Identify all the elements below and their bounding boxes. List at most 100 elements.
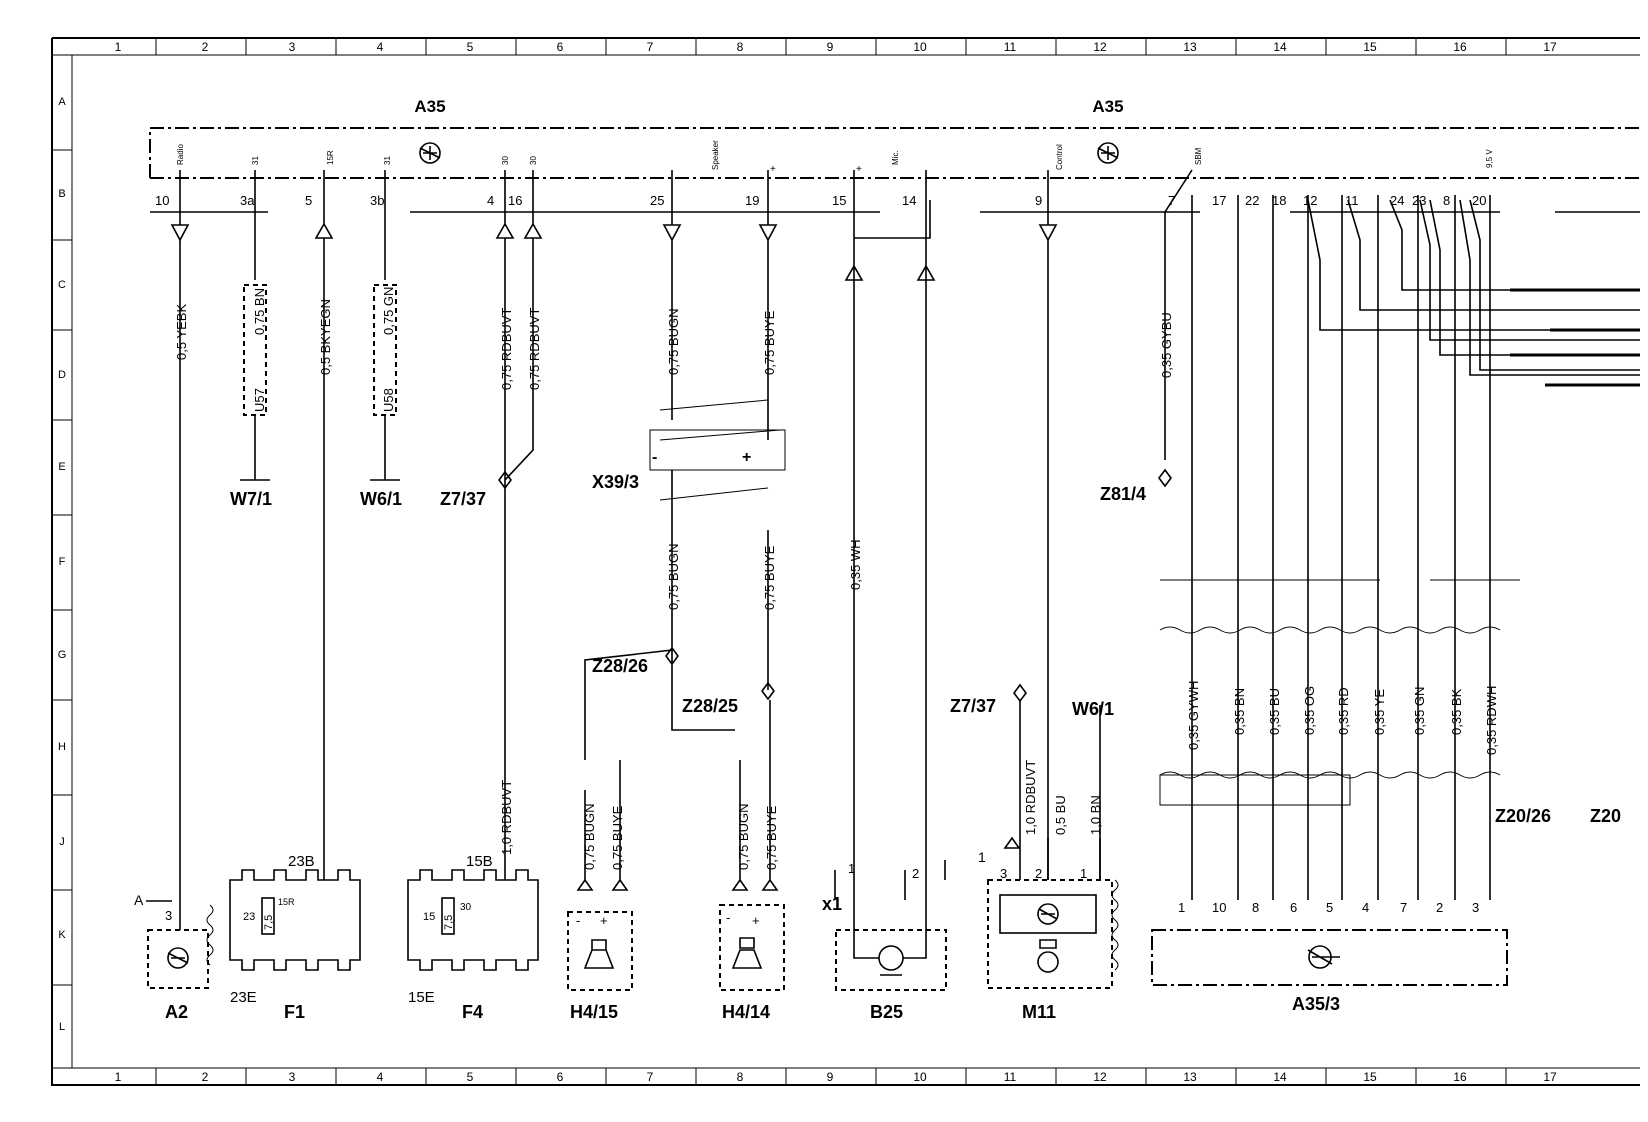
plus-sign: + — [752, 913, 760, 928]
component-h4-14: - + H4/14 — [719, 878, 785, 1022]
a2-conn: A — [134, 892, 144, 908]
grid-col: 17 — [1543, 1070, 1557, 1084]
wire-label: 0,35 BK — [1449, 688, 1464, 735]
grid-row: K — [58, 929, 66, 941]
grid-col: 7 — [647, 1070, 654, 1084]
grid-col: 12 — [1093, 40, 1107, 54]
grid-cols-top: 1 2 3 4 5 6 7 8 9 10 11 12 13 14 15 16 1… — [115, 40, 1557, 54]
wire-label: 0,75 RDBUVT — [499, 308, 514, 390]
wire-label: 0,75 BUGN — [666, 309, 681, 375]
grid-col: 14 — [1273, 1070, 1287, 1084]
grid-row: L — [59, 1021, 65, 1033]
grid-row: E — [58, 461, 65, 473]
grid-col: 11 — [1004, 40, 1017, 54]
minus-sign: - — [726, 910, 730, 925]
pin-label: Speaker — [711, 140, 720, 170]
splice-label: Z81/4 — [1100, 484, 1146, 504]
grid-col: 6 — [557, 40, 564, 54]
component-label: H4/15 — [570, 1002, 618, 1022]
a35-module-outline: A35 A35 — [149, 97, 1640, 213]
pin-number: 2 — [912, 866, 919, 881]
grid-col: 9 — [827, 1070, 834, 1084]
pin-label: 15R — [326, 150, 335, 165]
component-label: H4/14 — [722, 1002, 770, 1022]
fuse-label: 23 — [243, 911, 255, 923]
wire-labels: 0,5 YEBK 0,75 BN 0,5 BKYEGN 0,75 GN 0,75… — [174, 287, 1499, 870]
component-label: M11 — [1022, 1002, 1056, 1022]
pin-number: 24 — [1390, 193, 1404, 208]
grid-col: 5 — [467, 40, 474, 54]
x1-label: x1 — [822, 894, 842, 914]
wire-label: 0,5 YEBK — [174, 304, 189, 360]
pin-number: 1 — [848, 861, 855, 876]
pin-number: 12 — [1303, 193, 1317, 208]
grid-col: 10 — [913, 1070, 927, 1084]
ground-label: W6/1 — [360, 489, 402, 509]
grid-col: 10 — [913, 40, 927, 54]
component-label: A35/3 — [1292, 994, 1340, 1014]
grid-col: 5 — [467, 1070, 474, 1084]
component-m11: 3 2 1 1 M11 — [978, 849, 1119, 1022]
pin-label: 30 — [529, 156, 538, 165]
pin-number: 2 — [1035, 866, 1042, 881]
wire-label: 0,35 GN — [1412, 687, 1427, 735]
pin-number: 4 — [487, 193, 494, 208]
pin-number: 3 — [1000, 866, 1007, 881]
component-label: F4 — [462, 1002, 483, 1022]
wire-label: 0,75 BN — [252, 288, 267, 335]
speaker-polarity-x39: - + — [652, 449, 751, 466]
wire-label: 0,5 BU — [1053, 795, 1068, 835]
wire-label: 0,75 GN — [381, 287, 396, 335]
pin-number: 5 — [305, 193, 312, 208]
fuse-label: 30 — [460, 902, 472, 913]
wire-label: 0,75 BUYE — [764, 805, 779, 870]
component-f4: 15B 15E 15 7,5 30 F4 — [407, 853, 539, 1022]
m11-feed-marks — [1003, 836, 1101, 880]
fuse-label: 15R — [278, 897, 295, 907]
minus-sign: - — [652, 449, 657, 466]
grid-col: 3 — [289, 40, 296, 54]
grid-col: 14 — [1273, 40, 1287, 54]
grid-col: 16 — [1453, 1070, 1467, 1084]
pin-number: 3a — [240, 193, 255, 208]
ground-label: W7/1 — [230, 489, 272, 509]
pin-number: 10 — [155, 193, 169, 208]
splice-label: Z20/26 — [1495, 806, 1551, 826]
pin-number: 17 — [1212, 193, 1226, 208]
pin-label: + — [770, 164, 776, 175]
pin-number: 15 — [832, 193, 846, 208]
splice-label: X39/3 — [592, 472, 639, 492]
pin-row: 10 Radio 3a 31 5 15R 3b 31 4 30 16 30 25… — [155, 140, 1640, 900]
wire-label: 0,35 RD — [1336, 687, 1351, 735]
minus-sign: - — [576, 913, 580, 928]
grid-col: 1 — [115, 1070, 122, 1084]
fuse-label: 7,5 — [443, 915, 455, 930]
pin-number: 19 — [745, 193, 759, 208]
grid-row: C — [58, 279, 66, 291]
grid-col: 15 — [1363, 1070, 1377, 1084]
component-label: B25 — [870, 1002, 903, 1022]
a2-pin: 3 — [165, 908, 172, 923]
pin-number: 14 — [902, 193, 916, 208]
component-label: A2 — [165, 1002, 188, 1022]
connector-label: U57 — [252, 388, 267, 412]
grid-cols-bottom: 1 2 3 4 5 6 7 8 9 10 11 12 13 14 15 16 1… — [115, 1070, 1557, 1084]
wire-label: 0,35 BN — [1232, 688, 1247, 735]
pin-label: Mic. — [891, 150, 900, 165]
grid-col: 2 — [202, 40, 209, 54]
pin-number: 1 — [1178, 900, 1185, 915]
wire-label: 0,75 BUGN — [666, 544, 681, 610]
grid-col: 17 — [1543, 40, 1557, 54]
pin-number: 22 — [1245, 193, 1259, 208]
grid-row: B — [58, 188, 65, 200]
splice-labels: Z7/37 X39/3 Z28/26 Z28/25 Z81/4 Z7/37 Z2… — [440, 468, 1621, 826]
pin-number: 3b — [370, 193, 384, 208]
module-title: A35 — [1092, 97, 1123, 116]
grid-col: 11 — [1004, 1070, 1017, 1084]
frame — [51, 37, 1640, 1086]
wire-label: 1,0 RDBUVT — [499, 780, 514, 855]
grid-col: 16 — [1453, 40, 1467, 54]
grid-col: 7 — [647, 40, 654, 54]
splice-label: Z20 — [1590, 806, 1621, 826]
